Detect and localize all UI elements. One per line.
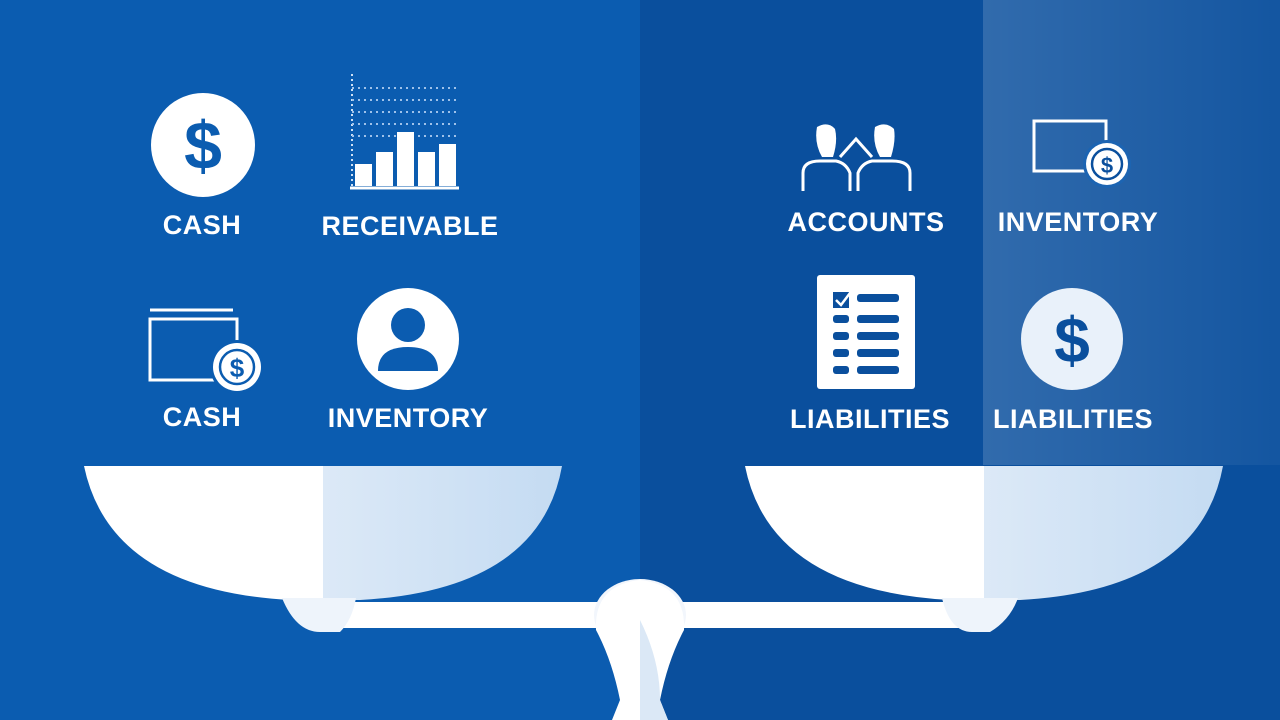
wallet-coin-icon: $ bbox=[1032, 119, 1131, 188]
left-item-cash-2-label: CASH bbox=[162, 402, 242, 432]
wallet-dollar-icon: $ bbox=[148, 308, 264, 394]
right-item-liabilities-2-label: LIABILITIES bbox=[993, 404, 1153, 434]
svg-text:$: $ bbox=[230, 353, 245, 383]
right-item-liabilities-label: LIABILITIES bbox=[790, 404, 950, 434]
people-icon bbox=[801, 124, 912, 191]
person-icon bbox=[357, 288, 459, 390]
svg-text:$: $ bbox=[1054, 304, 1090, 376]
left-item-inventory-label: INVENTORY bbox=[327, 403, 489, 433]
left-pan-mount bbox=[282, 598, 356, 632]
svg-text:$: $ bbox=[184, 108, 222, 184]
dollar-coin-right-icon: $ bbox=[1021, 288, 1123, 390]
checklist-document-icon bbox=[817, 275, 915, 389]
dollar-coin-icon: $ bbox=[151, 93, 255, 197]
bar-chart-icon bbox=[350, 74, 459, 190]
right-pan bbox=[745, 466, 1223, 600]
right-item-inventory-label: INVENTORY bbox=[997, 207, 1159, 237]
left-item-receivable-label: RECEIVABLE bbox=[321, 211, 499, 241]
right-pan-mount bbox=[942, 598, 1018, 632]
right-item-accounts-label: ACCOUNTS bbox=[787, 207, 945, 237]
right-highlight-panel bbox=[983, 0, 1280, 465]
svg-text:$: $ bbox=[1101, 153, 1113, 178]
left-item-cash-label: CASH bbox=[162, 210, 242, 240]
left-pan bbox=[84, 466, 562, 600]
